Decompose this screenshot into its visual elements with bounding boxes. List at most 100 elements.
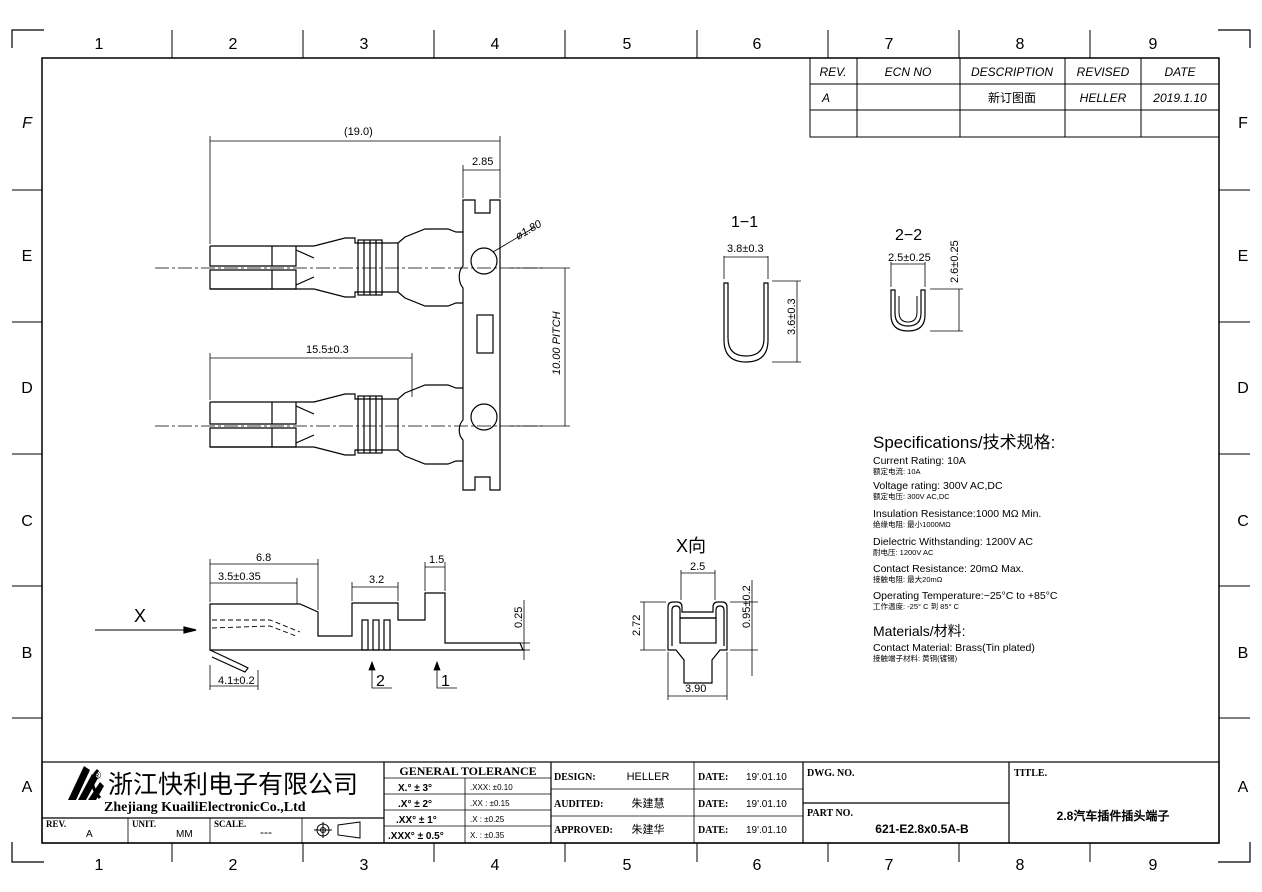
scale-label: SCALE. [214,819,246,829]
tolerance-linear-3: X. : ±0.35 [470,831,505,840]
view-x [640,570,758,700]
spec-item-3-cn: 耐电压: 1200V AC [873,547,934,557]
projection-symbol-icon [314,821,361,839]
rev-header-rev: REV. [819,65,846,79]
grid-col-top-4: 4 [491,36,500,53]
approved-date-label: DATE: [698,825,728,836]
grid-col-bottom-2: 2 [229,857,238,874]
grid-col-top-5: 5 [623,36,632,53]
view-x-labels: X向 2.5 2.72 0.95±0.2 3.90 [631,536,753,695]
revision-table: REV. ECN NO DESCRIPTION REVISED DATE A 新… [809,57,1220,138]
section-mark-1: 1 [441,673,450,690]
tolerance-linear-0: .XXX: ±0.10 [470,783,513,792]
dim-side-3-5: 3.5±0.35 [218,571,261,583]
spec-item-0-cn: 额定电流: 10A [873,466,921,476]
grid-col-top-8: 8 [1016,36,1025,53]
design-date-label: DATE: [698,772,728,783]
spec-item-2-en: Insulation Resistance:1000 MΩ Min. [873,508,1041,520]
specifications-block: Specifications/技术规格: Current Rating: 10A… [873,433,1058,663]
terminal-side-view [95,559,530,690]
grid-col-top-1: 1 [95,36,104,53]
rev-cell-description: 新订图面 [988,90,1036,105]
terminal-side-view-labels: 6.8 3.5±0.35 3.2 1.5 0.25 4.1±0.2 X 2 1 [134,552,525,690]
grid-col-top-9: 9 [1149,36,1158,53]
approved-date: 19'.01.10 [746,825,787,836]
spec-item-1-cn: 额定电压: 300V AC,DC [873,491,950,501]
rev-cell-date: 2019.1.10 [1152,91,1207,105]
company-name-en: Zhejiang KuailiElectronicCo.,Ltd [104,800,306,815]
grid-row-left-F: F [22,115,33,132]
spec-item-4-cn: 接触电阻: 最大20mΩ [873,574,943,584]
specifications-title: Specifications/技术规格: [873,433,1055,452]
tolerance-linear-2: .X : ±0.25 [470,815,505,824]
grid-row-right-F: F [1238,115,1248,132]
spec-item-2-cn: 绝缘电阻: 最小1000MΩ [873,519,951,529]
grid-row-left-A: A [22,779,33,796]
section-2-2-view [890,262,963,332]
grid-row-left-E: E [22,248,33,265]
spec-item-4-en: Contact Resistance: 20mΩ Max. [873,563,1024,575]
spec-item-5-cn: 工作温度: -25° C 到 85° C [873,601,960,611]
audited-name: 朱建慧 [632,796,665,810]
dim-side-0-25: 0.25 [513,607,525,628]
dim-section1-width: 3.8±0.3 [727,243,764,255]
unit-value: MM [176,829,193,840]
approved-label: APPROVED: [554,825,613,836]
tolerance-angle-2: .XX° ± 1° [396,815,437,826]
grid-row-left-C: C [21,513,33,530]
rev-value: A [86,829,93,840]
registered-mark: ® [93,770,101,782]
grid-row-right-D: D [1237,380,1249,397]
grid-row-left-D: D [21,380,33,397]
spec-item-0-en: Current Rating: 10A [873,455,966,467]
dim-side-4-1: 4.1±0.2 [218,675,255,687]
rev-header-revised: REVISED [1077,65,1130,79]
spec-item-5-en: Operating Temperature:−25°C to +85°C [873,590,1058,602]
grid-row-right-C: C [1237,513,1249,530]
unit-label: UNIT. [132,819,156,829]
rev-cell-rev: A [821,91,830,105]
grid-col-bottom-6: 6 [753,857,762,874]
rev-label: REV. [46,819,66,829]
design-label: DESIGN: [554,772,596,783]
dim-viewx-right: 0.95±0.2 [741,585,753,628]
scale-value: --- [260,825,272,839]
section-2-2-labels: 2−2 2.5±0.25 2.6±0.25 [888,227,961,283]
dim-side-6-8: 6.8 [256,552,271,564]
section-2-2-title: 2−2 [895,227,922,244]
title-block: ® 浙江快利电子有限公司 Zhejiang KuailiElectronicCo… [41,761,1220,844]
rev-header-description: DESCRIPTION [971,65,1053,79]
grid-col-bottom-1: 1 [95,857,104,874]
grid-col-top-2: 2 [229,36,238,53]
design-name: HELLER [627,771,670,783]
rev-header-ecn: ECN NO [885,65,932,79]
audited-date: 19'.01.10 [746,799,787,810]
grid-row-right-A: A [1238,779,1249,796]
tolerance-angle-3: .XXX° ± 0.5° [388,831,444,842]
grid-col-bottom-4: 4 [491,857,500,874]
grid-col-bottom-3: 3 [360,857,369,874]
spec-item-1-en: Voltage rating: 300V AC,DC [873,480,1003,492]
grid-col-bottom-9: 9 [1149,857,1158,874]
grid-row-right-E: E [1238,248,1249,265]
dim-section2-width: 2.5±0.25 [888,252,931,264]
grid-col-bottom-5: 5 [623,857,632,874]
rev-cell-revised: HELLER [1080,91,1127,105]
grid-column-labels: 1 2 3 4 5 6 7 8 9 1 2 3 4 5 6 7 8 9 [95,36,1158,874]
dim-overall-length: (19.0) [344,126,373,138]
sheet-frame [11,29,1251,863]
grid-row-left-B: B [22,645,33,662]
audited-label: AUDITED: [554,799,603,810]
drawing-title: 2.8汽车插件插头端子 [1057,808,1170,823]
view-arrow-x-label: X [134,606,146,626]
audited-date-label: DATE: [698,799,728,810]
company-logo-icon [68,766,104,800]
material-item-0-cn: 接触端子材料: 黄铜(镀锡) [873,653,958,663]
dim-section2-height: 2.6±0.25 [949,240,961,283]
dim-hole-diameter: ø1.80 [514,218,545,243]
view-x-title: X向 [676,536,706,556]
part-no-label: PART NO. [807,808,853,819]
tolerance-angle-0: X.° ± 3° [398,783,432,794]
grid-row-right-B: B [1238,645,1249,662]
design-date: 19'.01.10 [746,772,787,783]
